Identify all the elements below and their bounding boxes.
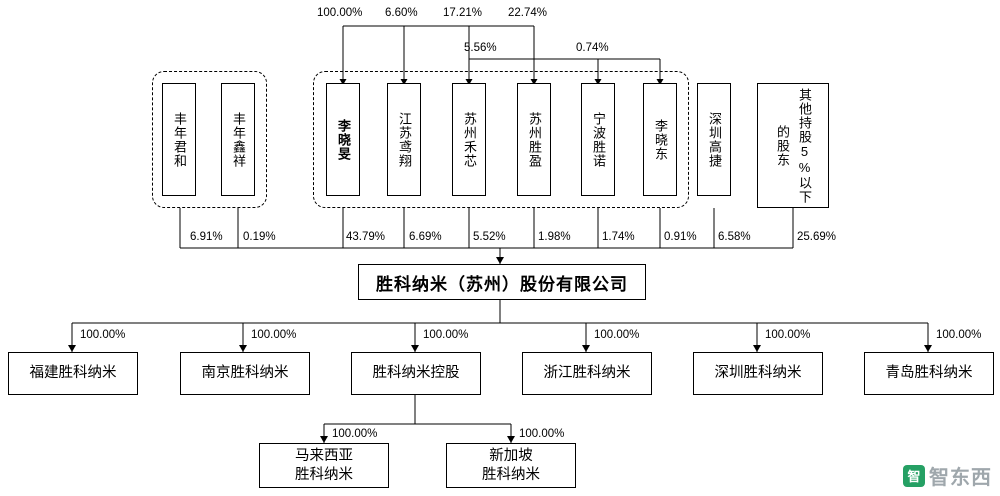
subsidiary-name-0: 福建胜科纳米 [29, 365, 117, 381]
sub-subsidiary-name-0: 马来西亚 胜科纳米 [295, 447, 353, 483]
company-box[interactable]: 胜科纳米（苏州）股份有限公司 [358, 264, 646, 300]
watermark-text: 智东西 [929, 467, 992, 489]
control-pct-0: 100.00% [317, 7, 363, 19]
shareholder-box-9[interactable]: 其他持股5%以下的股东 [757, 83, 829, 208]
shareholder-name-2: 李晓旻 [336, 118, 351, 161]
subsidiary-pct-5: 100.00% [936, 329, 982, 341]
stake-pct-8: 6.58% [718, 231, 751, 243]
shareholder-box-0[interactable]: 丰年君和 [162, 83, 196, 196]
shareholder-box-2[interactable]: 李晓旻 [326, 83, 360, 196]
sub-subsidiary-pct-0: 100.00% [332, 428, 378, 440]
sub-subsidiary-box-1[interactable]: 新加坡 胜科纳米 [446, 443, 576, 488]
subsidiary-pct-2: 100.00% [423, 329, 469, 341]
subsidiary-box-1[interactable]: 南京胜科纳米 [180, 352, 310, 395]
watermark: 智 智东西 [903, 461, 992, 490]
control-pct-1: 6.60% [385, 7, 418, 19]
subsidiary-pct-3: 100.00% [594, 329, 640, 341]
shareholder-name-7: 李晓东 [653, 118, 668, 161]
control-pct-5: 0.74% [576, 42, 609, 54]
shareholder-box-7[interactable]: 李晓东 [643, 83, 677, 196]
subsidiary-name-4: 深圳胜科纳米 [714, 365, 802, 381]
shareholder-box-1[interactable]: 丰年鑫祥 [221, 83, 255, 196]
shareholder-box-5[interactable]: 苏州胜盈 [517, 83, 551, 196]
subsidiary-name-3: 浙江胜科纳米 [543, 365, 631, 381]
stake-pct-7: 0.91% [664, 231, 697, 243]
shareholder-box-3[interactable]: 江苏鸢翔 [387, 83, 421, 196]
control-pct-2: 17.21% [443, 7, 483, 19]
subsidiary-box-5[interactable]: 青岛胜科纳米 [864, 352, 994, 395]
shareholder-box-8[interactable]: 深圳高捷 [697, 83, 731, 196]
stake-pct-6: 1.74% [602, 231, 635, 243]
shareholder-name-0: 丰年君和 [172, 111, 187, 168]
subsidiary-name-5: 青岛胜科纳米 [885, 365, 973, 381]
shareholder-box-6[interactable]: 宁波胜诺 [581, 83, 615, 196]
shareholder-group-1 [152, 71, 267, 208]
stake-pct-4: 5.52% [473, 231, 506, 243]
sub-subsidiary-pct-1: 100.00% [519, 428, 565, 440]
shareholder-box-4[interactable]: 苏州禾芯 [452, 83, 486, 196]
subsidiary-pct-4: 100.00% [765, 329, 811, 341]
subsidiary-pct-0: 100.00% [80, 329, 126, 341]
shareholder-name-1: 丰年鑫祥 [231, 111, 246, 168]
subsidiary-pct-1: 100.00% [251, 329, 297, 341]
shareholder-group-2 [313, 71, 689, 208]
sub-subsidiary-box-0[interactable]: 马来西亚 胜科纳米 [259, 443, 389, 488]
company-name: 胜科纳米（苏州）股份有限公司 [376, 274, 628, 294]
shareholder-name-8: 深圳高捷 [707, 111, 722, 168]
stake-pct-2: 43.79% [346, 231, 386, 243]
stake-pct-0: 6.91% [190, 231, 223, 243]
control-pct-3: 22.74% [508, 7, 548, 19]
stake-pct-3: 6.69% [409, 231, 442, 243]
watermark-badge-icon: 智 [903, 464, 925, 487]
stake-pct-5: 1.98% [538, 231, 571, 243]
sub-subsidiary-name-1: 新加坡 胜科纳米 [482, 447, 540, 483]
subsidiary-box-4[interactable]: 深圳胜科纳米 [693, 352, 823, 395]
shareholder-name-6: 宁波胜诺 [591, 111, 606, 168]
subsidiary-name-1: 南京胜科纳米 [201, 365, 289, 381]
shareholder-name-3: 江苏鸢翔 [397, 111, 412, 168]
shareholder-name-5: 苏州胜盈 [527, 111, 542, 168]
shareholder-name-4: 苏州禾芯 [462, 111, 477, 168]
shareholder-name-9: 其他持股5%以下的股东 [775, 87, 812, 204]
control-pct-4: 5.56% [464, 42, 497, 54]
subsidiary-box-0[interactable]: 福建胜科纳米 [8, 352, 138, 395]
subsidiary-name-2: 胜科纳米控股 [372, 365, 460, 381]
stake-pct-9: 25.69% [797, 231, 837, 243]
subsidiary-box-3[interactable]: 浙江胜科纳米 [522, 352, 652, 395]
stake-pct-1: 0.19% [243, 231, 276, 243]
subsidiary-box-2[interactable]: 胜科纳米控股 [351, 352, 481, 395]
